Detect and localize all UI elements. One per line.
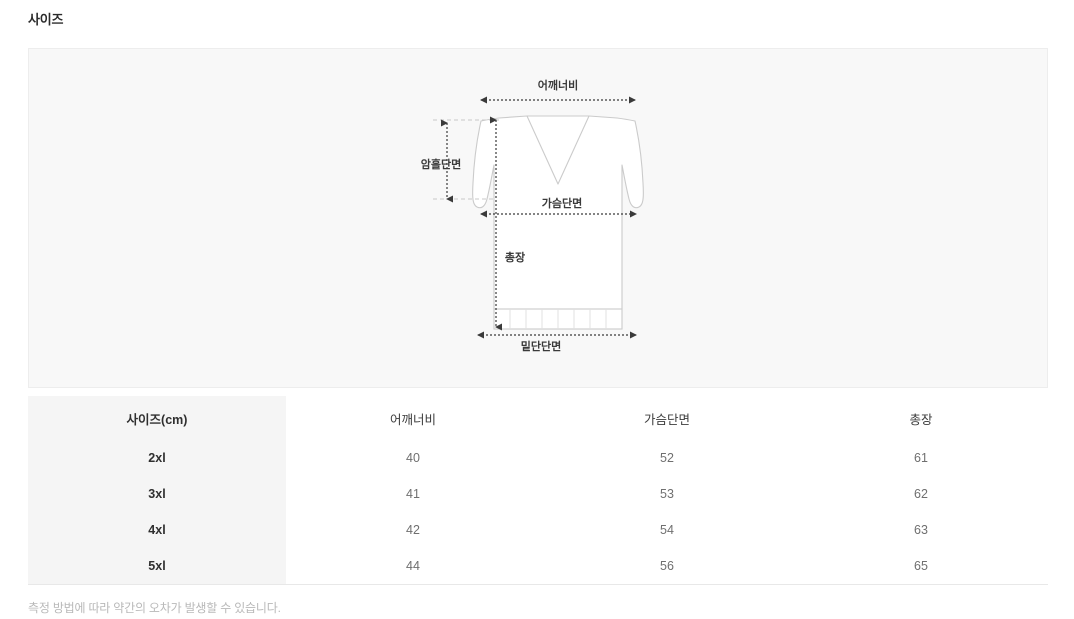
cell-length: 65: [794, 548, 1048, 585]
size-diagram-panel: 어깨너비 암홀단면 가슴단면 총장 밑단단면: [28, 48, 1048, 388]
cell-length: 63: [794, 512, 1048, 548]
cell-shoulder: 42: [286, 512, 540, 548]
dimension-chest: 가슴단면: [480, 196, 637, 218]
dimension-label-armhole: 암홀단면: [421, 157, 461, 171]
cell-size: 5xl: [28, 548, 286, 585]
header-length: 총장: [794, 396, 1048, 440]
header-shoulder: 어깨너비: [286, 396, 540, 440]
table-row: 3xl 41 53 62: [28, 476, 1048, 512]
dimension-label-shoulder: 어깨너비: [538, 78, 578, 92]
dimension-label-hem: 밑단단면: [521, 339, 561, 353]
table-row: 4xl 42 54 63: [28, 512, 1048, 548]
cell-chest: 54: [540, 512, 794, 548]
header-size: 사이즈(cm): [28, 396, 286, 440]
dimension-shoulder: 어깨너비: [480, 78, 636, 104]
table-header-row: 사이즈(cm) 어깨너비 가슴단면 총장: [28, 396, 1048, 440]
cell-chest: 53: [540, 476, 794, 512]
cell-length: 61: [794, 440, 1048, 476]
cell-shoulder: 44: [286, 548, 540, 585]
dimension-label-length: 총장: [505, 250, 525, 264]
dimension-label-chest: 가슴단면: [542, 196, 582, 210]
header-chest: 가슴단면: [540, 396, 794, 440]
dimension-armhole: 암홀단면: [421, 119, 461, 203]
cell-shoulder: 40: [286, 440, 540, 476]
page-title: 사이즈: [28, 12, 64, 27]
garment-outline: [472, 115, 644, 330]
cell-size: 4xl: [28, 512, 286, 548]
cell-length: 62: [794, 476, 1048, 512]
cell-shoulder: 41: [286, 476, 540, 512]
measurement-disclaimer: 측정 방법에 따라 약간의 오차가 발생할 수 있습니다.: [28, 601, 281, 615]
table-row: 2xl 40 52 61: [28, 440, 1048, 476]
garment-diagram: 어깨너비 암홀단면 가슴단면 총장 밑단단면: [421, 78, 644, 353]
cell-size: 2xl: [28, 440, 286, 476]
dimension-hem: 밑단단면: [477, 331, 637, 353]
table-row: 5xl 44 56 65: [28, 548, 1048, 585]
size-spec-table: 사이즈(cm) 어깨너비 가슴단면 총장 2xl 40 52 61 3xl 41…: [28, 396, 1048, 585]
cell-chest: 56: [540, 548, 794, 585]
cell-chest: 52: [540, 440, 794, 476]
cell-size: 3xl: [28, 476, 286, 512]
dimension-length: 총장: [490, 116, 525, 331]
